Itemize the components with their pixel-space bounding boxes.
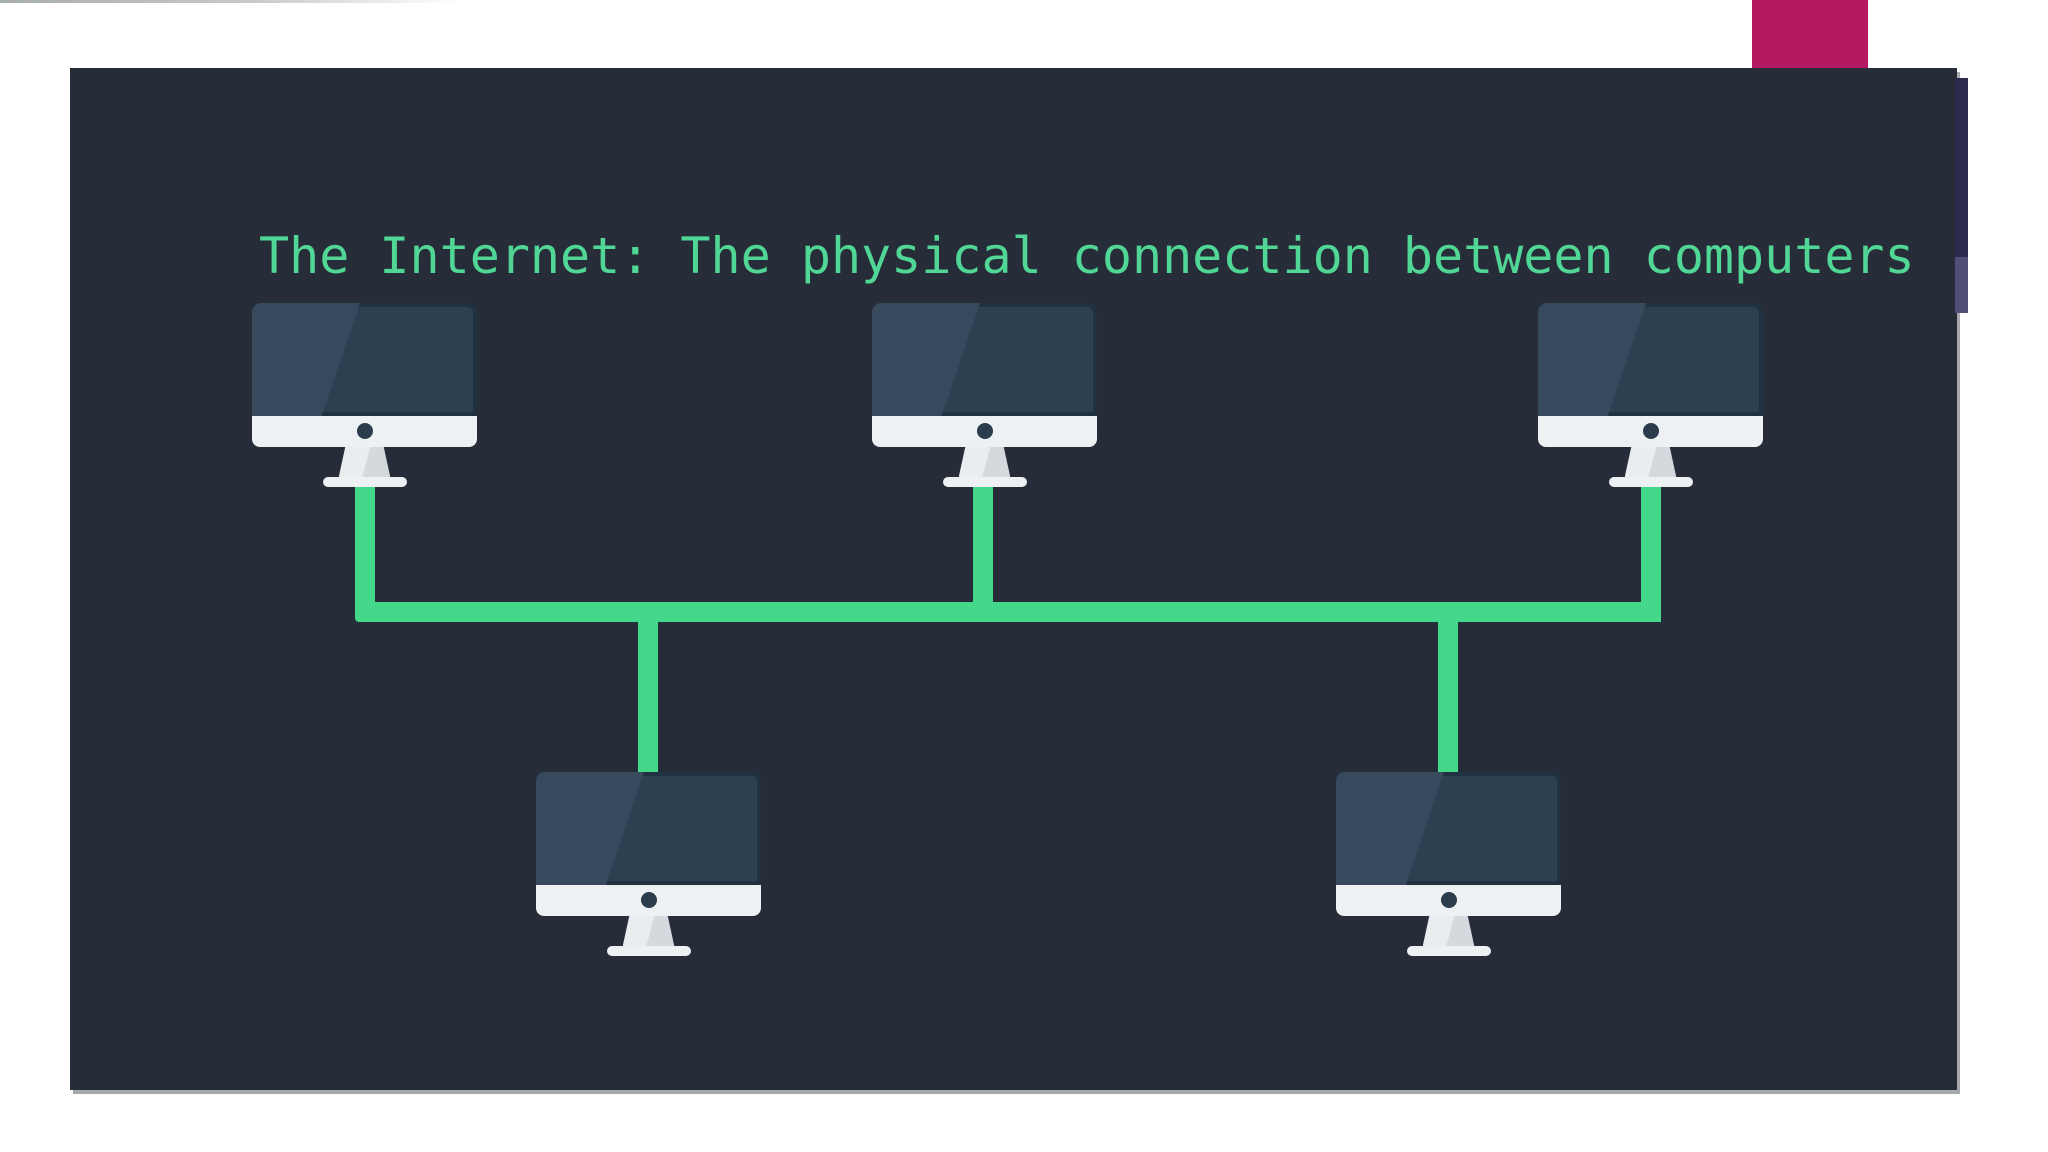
screen-glare (1336, 772, 1444, 885)
navy-accent-bar (1955, 78, 1968, 257)
cable-bus-horizontal (355, 602, 1661, 622)
monitor-screen (536, 772, 761, 885)
monitor-base (322, 477, 407, 487)
cable-drop-bottom-right (1438, 602, 1458, 772)
computer-icon-top-right (1538, 303, 1763, 487)
monitor-stand (1624, 447, 1677, 478)
pink-accent-bar (1752, 0, 1868, 68)
monitor-chin (252, 416, 477, 447)
monitor-chin (1336, 885, 1561, 916)
monitor-screen (1538, 303, 1763, 416)
monitor-chin (536, 885, 761, 916)
monitor-stand (1422, 916, 1475, 947)
screen-glare (872, 303, 980, 416)
camera-dot-icon (356, 423, 373, 439)
camera-dot-icon (640, 892, 657, 908)
cable-drop-bottom-left (638, 602, 658, 772)
monitor-base (942, 477, 1027, 487)
monitor-screen (1336, 772, 1561, 885)
monitor-stand (338, 447, 391, 478)
monitor-screen (252, 303, 477, 416)
slide-title: The Internet: The physical connection be… (259, 227, 1915, 285)
computer-icon-top-middle (872, 303, 1097, 487)
monitor-base (1406, 946, 1491, 956)
screen-glare (252, 303, 360, 416)
screen-glare (536, 772, 644, 885)
slide-canvas: The Internet: The physical connection be… (70, 68, 1957, 1090)
monitor-chin (872, 416, 1097, 447)
computer-icon-top-left (252, 303, 477, 487)
camera-dot-icon (1440, 892, 1457, 908)
cable-top-right (1641, 485, 1661, 622)
computer-icon-bottom-left (536, 772, 761, 956)
monitor-chin (1538, 416, 1763, 447)
monitor-base (606, 946, 691, 956)
monitor-stand (622, 916, 675, 947)
computer-icon-bottom-right (1336, 772, 1561, 956)
screen-glare (1538, 303, 1646, 416)
cable-top-left (355, 485, 375, 612)
monitor-stand (958, 447, 1011, 478)
cable-top-middle (973, 485, 993, 612)
monitor-base (1608, 477, 1693, 487)
purple-accent-bar (1955, 257, 1968, 313)
top-edge-line (0, 0, 460, 3)
camera-dot-icon (1642, 423, 1659, 439)
camera-dot-icon (976, 423, 993, 439)
monitor-screen (872, 303, 1097, 416)
